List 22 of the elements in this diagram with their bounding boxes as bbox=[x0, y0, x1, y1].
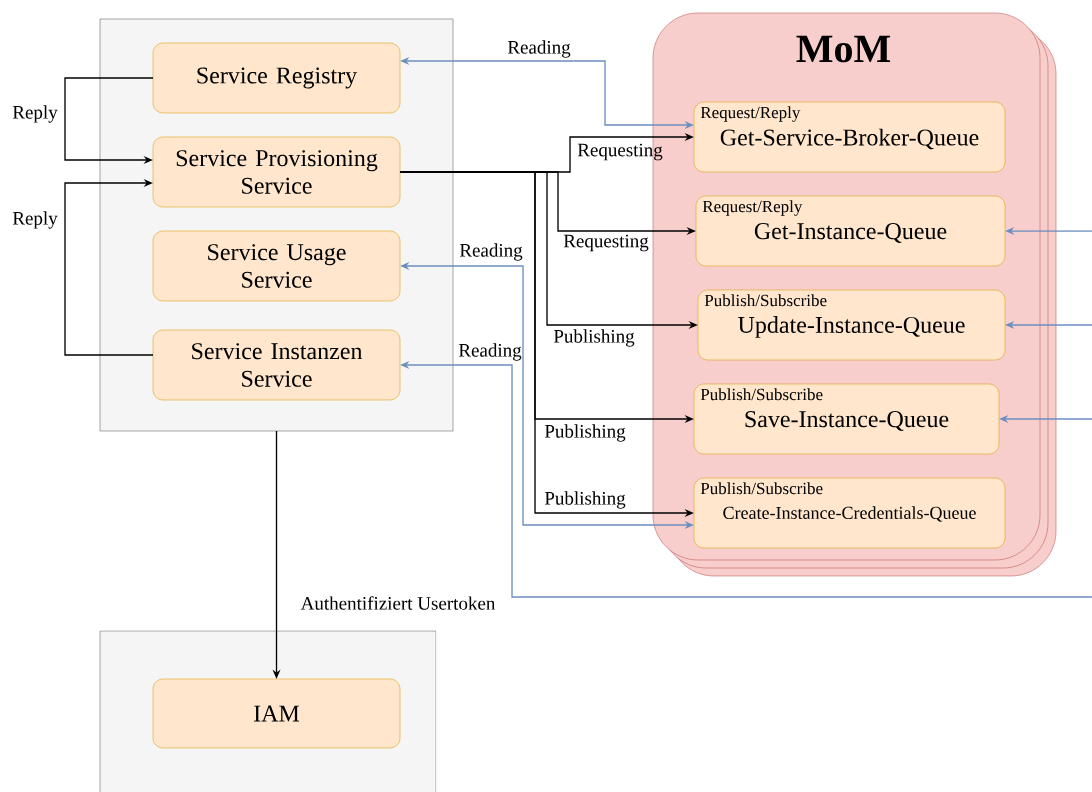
edge-label: Authentifiziert Usertoken bbox=[300, 596, 496, 610]
edge-label: Reading bbox=[507, 40, 571, 58]
queue-box: Request/Reply Get-Instance-Queue bbox=[695, 195, 1006, 267]
edge-label: Reading bbox=[458, 343, 522, 361]
queue-box: Publish/Subscribe Create-Instance-Credentials-Queue bbox=[693, 477, 1006, 549]
queue-box: Request/Reply Get-Service-Broker-Queue bbox=[693, 101, 1006, 173]
arrow bbox=[64, 178, 154, 356]
edge-label: Publishing bbox=[553, 329, 635, 347]
edge-label: Requesting bbox=[577, 143, 663, 161]
service-box: IAM bbox=[152, 678, 401, 749]
edge-label: Reading bbox=[459, 243, 523, 261]
service-box: Service Usage Service bbox=[152, 230, 401, 302]
edge-label: Reply bbox=[12, 211, 58, 229]
service-box: Service Provisioning Service bbox=[152, 136, 401, 208]
queue-box: Publish/Subscribe Save-Instance-Queue bbox=[693, 383, 1000, 455]
service-box: Service Registry bbox=[152, 42, 401, 114]
edge-label: Reply bbox=[12, 105, 58, 123]
edge-label: Publishing bbox=[544, 491, 626, 509]
edge-label: Requesting bbox=[563, 234, 649, 252]
queue-box: Publish/Subscribe Update-Instance-Queue bbox=[697, 289, 1006, 361]
service-box: Service Instanzen Service bbox=[152, 329, 401, 401]
edge-label: Publishing bbox=[544, 424, 626, 442]
